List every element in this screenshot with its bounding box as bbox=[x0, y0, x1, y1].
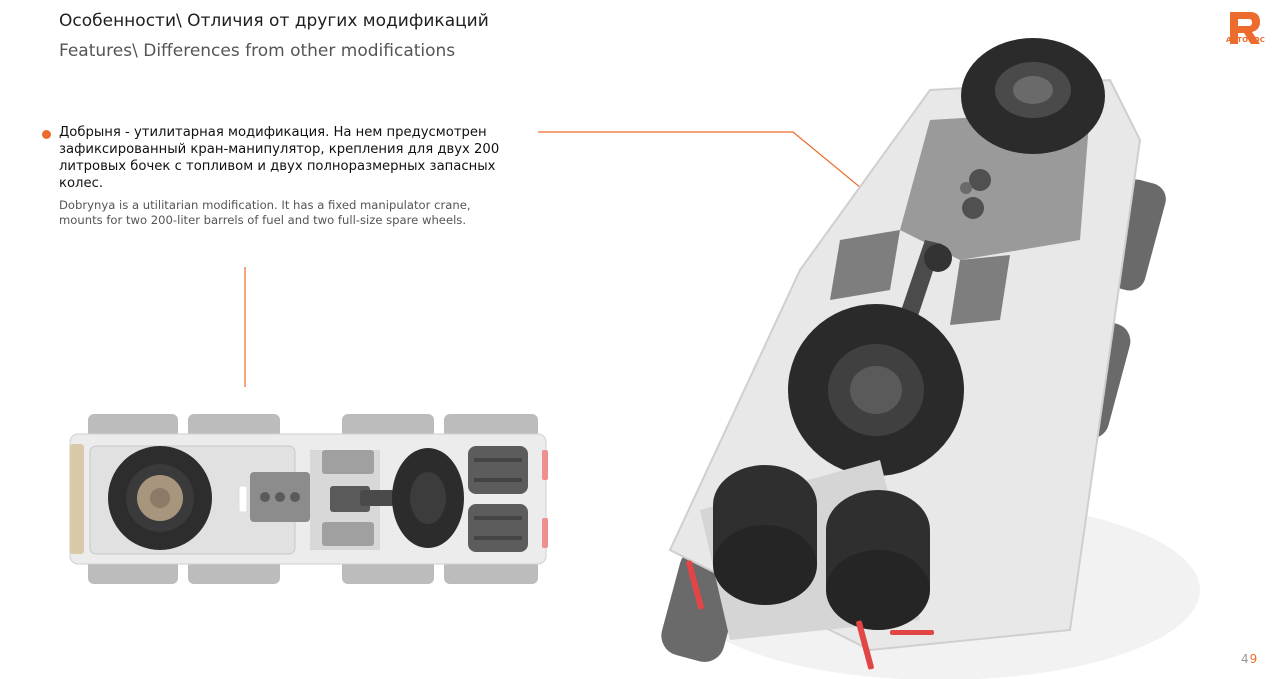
description-en: Dobrynya is a utilitarian modification. … bbox=[59, 198, 471, 227]
vehicle-perspective-illustration bbox=[661, 38, 1200, 679]
r-logo-icon bbox=[1230, 12, 1260, 44]
bullet-icon bbox=[42, 130, 51, 139]
description-ru: Добрыня - утилитарная модификация. На не… bbox=[59, 125, 500, 191]
page-title-en: Features\ Differences from other modific… bbox=[59, 41, 456, 61]
page-number-first: 4 bbox=[1241, 652, 1250, 666]
vehicle-top-view-illustration bbox=[69, 414, 548, 584]
page-number: 49 bbox=[1241, 652, 1258, 666]
page-number-second: 9 bbox=[1249, 652, 1259, 666]
page-title-ru: Особенности\ Отличия от других модификац… bbox=[59, 11, 489, 31]
logo-text: АВТОРОС bbox=[1226, 36, 1266, 44]
